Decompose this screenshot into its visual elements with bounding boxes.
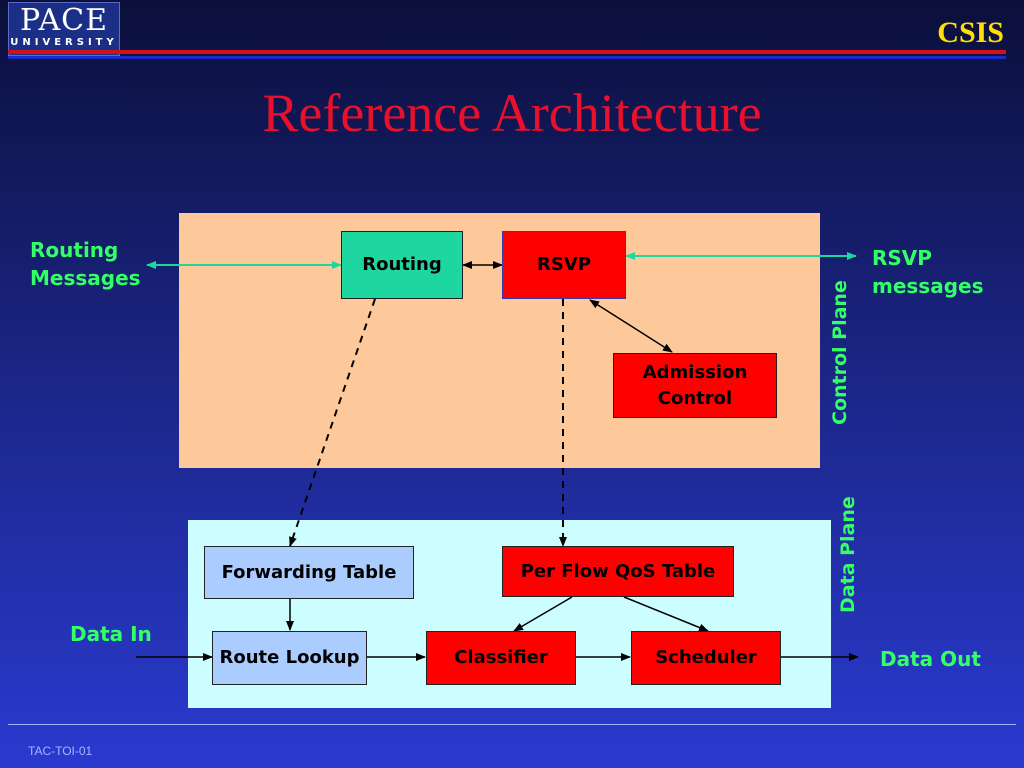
header-rule-red: [8, 50, 1006, 54]
qos-scheduler-connector: [623, 596, 709, 632]
data-plane-label: Data Plane: [837, 496, 859, 613]
scheduler-box: Scheduler: [631, 631, 781, 685]
routing-box: Routing: [341, 231, 463, 299]
rsvp-box-label: RSVP: [537, 254, 591, 275]
pace-university-logo: PACE UNIVERSITY: [8, 2, 120, 56]
qos-classifier-connector: [513, 596, 573, 632]
rsvp-admission-connector: [589, 299, 673, 353]
logo-main-text: PACE: [20, 3, 108, 38]
footer-rule: [8, 724, 1016, 725]
per-flow-qos-table-label: Per Flow QoS Table: [520, 560, 716, 582]
rsvp-box: RSVP: [502, 231, 626, 299]
forwarding-table-box: Forwarding Table: [204, 546, 414, 599]
route-lookup-box: Route Lookup: [212, 631, 367, 685]
routing-box-label: Routing: [362, 254, 442, 275]
admission-control-box: Admission Control: [613, 353, 777, 418]
routing-messages-label: Routing Messages: [30, 238, 141, 290]
header-rule-blue: [8, 56, 1006, 59]
classifier-box: Classifier: [426, 631, 576, 685]
data-in-label: Data In: [70, 622, 152, 646]
logo-sub-text: UNIVERSITY: [10, 37, 118, 48]
slide-title: Reference Architecture: [262, 83, 762, 143]
rsvp-messages-label: RSVP messages: [872, 246, 984, 298]
admission-control-label: Admission Control: [642, 361, 748, 409]
classifier-label: Classifier: [454, 647, 548, 668]
data-out-label: Data Out: [880, 647, 981, 671]
csis-label: CSIS: [937, 16, 1004, 49]
scheduler-label: Scheduler: [655, 647, 757, 668]
forwarding-table-label: Forwarding Table: [221, 561, 397, 583]
per-flow-qos-table-box: Per Flow QoS Table: [502, 546, 734, 597]
control-plane-label: Control Plane: [829, 280, 851, 425]
routing-forwarding-dashed: [289, 298, 376, 547]
footer-text: TAC-TOI-01: [28, 744, 93, 758]
route-lookup-label: Route Lookup: [219, 647, 360, 668]
